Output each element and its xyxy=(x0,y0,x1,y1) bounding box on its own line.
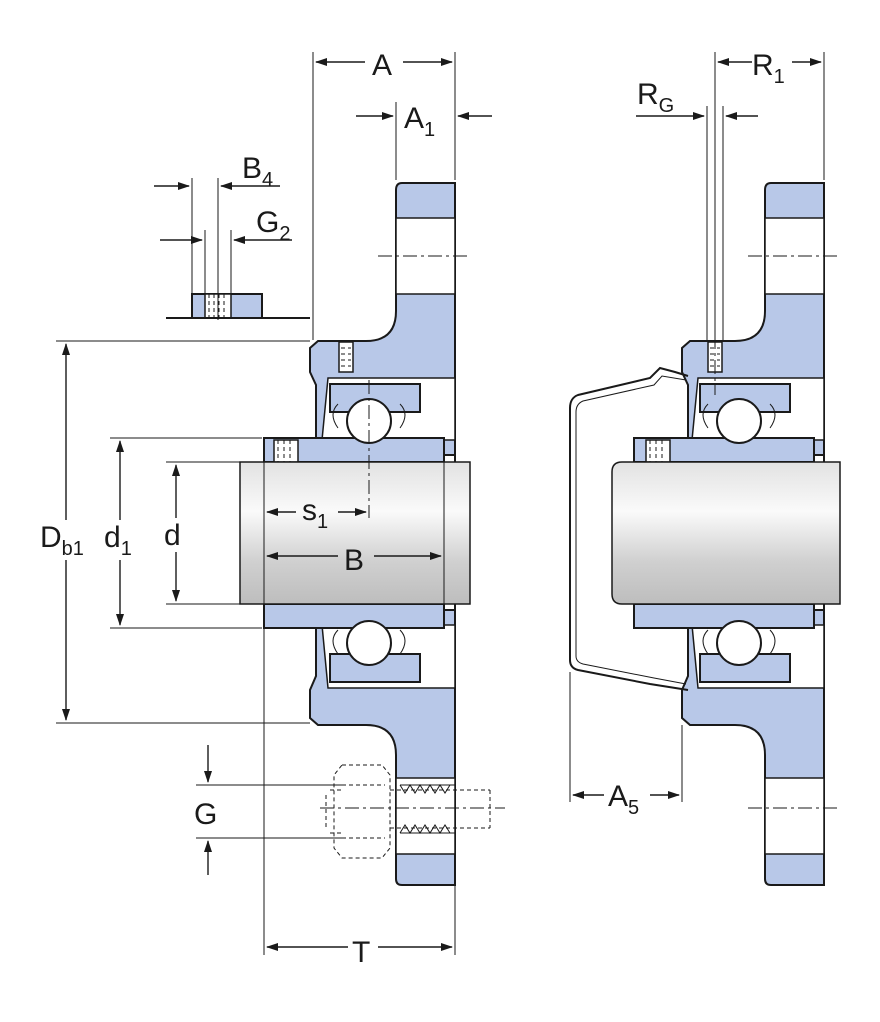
right-set-screw-thread xyxy=(649,440,663,462)
left-set-screw-thread xyxy=(277,440,291,462)
right-bottom-bolt-hole xyxy=(764,777,825,855)
dim-label-A1: A1 xyxy=(404,102,435,141)
right-end-cover xyxy=(569,366,689,691)
left-ball-bottom xyxy=(346,620,392,666)
right-inner-ring-bottom xyxy=(633,603,815,629)
dim-label-T: T xyxy=(352,936,370,969)
right-ball-top xyxy=(716,398,762,444)
set-screw-detail xyxy=(166,293,310,319)
right-section-view xyxy=(569,182,841,886)
left-dimensions: A A1 B4 G2 Db1 d1 d xyxy=(40,49,492,969)
dim-label-A: A xyxy=(372,49,392,82)
left-shaft xyxy=(239,461,471,605)
left-grease-nipple xyxy=(338,341,354,373)
dim-label-R1: R1 xyxy=(752,49,785,88)
dim-label-d: d xyxy=(164,519,181,552)
left-seal xyxy=(332,403,406,655)
right-dimensions: R1 RG A5 xyxy=(569,49,825,819)
right-seal xyxy=(702,403,776,655)
right-shaft xyxy=(611,461,841,605)
right-ball-bottom xyxy=(716,620,762,666)
dim-label-A5: A5 xyxy=(608,780,639,819)
dim-label-B4: B4 xyxy=(242,152,273,191)
dim-label-G: G xyxy=(194,798,217,831)
left-bottom-bolt-hole xyxy=(395,777,456,855)
dim-label-G2: G2 xyxy=(256,206,290,245)
left-bolt xyxy=(325,764,491,859)
dim-label-d1: d1 xyxy=(104,521,132,560)
dim-label-B: B xyxy=(344,544,364,577)
dim-label-Db1: Db1 xyxy=(40,521,84,560)
dim-label-s1: s1 xyxy=(302,494,328,533)
left-section-view xyxy=(166,182,505,886)
dim-label-RG: RG xyxy=(637,78,674,117)
left-inner-ring-bottom xyxy=(263,603,445,629)
